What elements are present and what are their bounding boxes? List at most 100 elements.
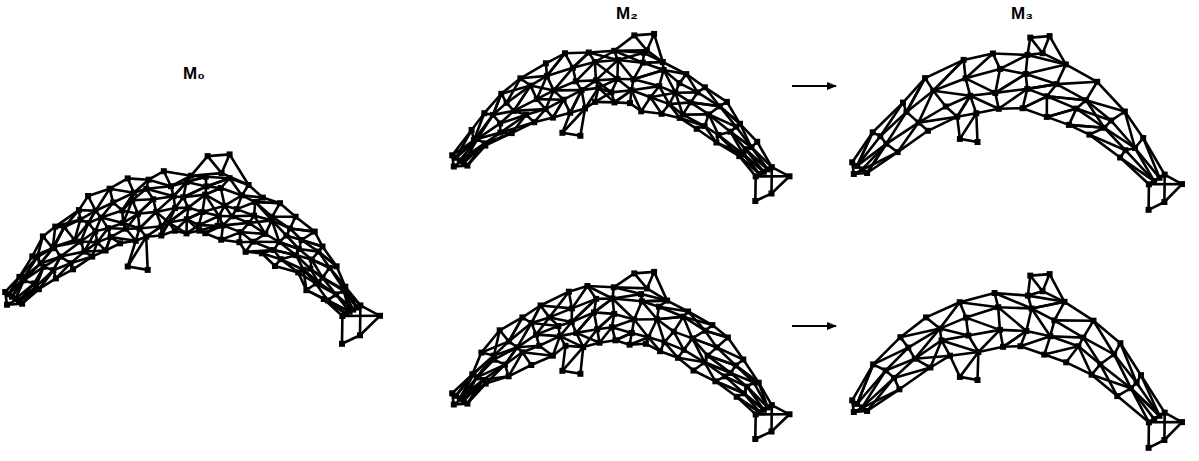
mesh-edge bbox=[1054, 320, 1083, 337]
mesh-edge bbox=[728, 338, 743, 360]
mesh-edge bbox=[1066, 64, 1097, 81]
mesh-vertex bbox=[519, 349, 525, 355]
mesh-vertex bbox=[146, 177, 152, 183]
mesh-vertex bbox=[1157, 413, 1163, 419]
mesh-vertex bbox=[339, 341, 345, 347]
mesh-vertex bbox=[469, 127, 475, 133]
mesh-vertex bbox=[327, 265, 333, 271]
mesh-vertex bbox=[342, 284, 348, 290]
mesh-vertex bbox=[579, 87, 585, 93]
mesh-vertex bbox=[943, 104, 949, 110]
mesh-vertex bbox=[900, 100, 906, 106]
mesh-vertex bbox=[143, 234, 149, 240]
mesh-vertex bbox=[159, 223, 165, 229]
mesh-vertex bbox=[52, 224, 58, 230]
mesh-edge bbox=[683, 115, 705, 127]
mesh-vertex bbox=[569, 319, 575, 325]
mesh-vertex bbox=[1025, 293, 1031, 299]
mesh-edge bbox=[669, 102, 690, 104]
mesh-vertex bbox=[1161, 437, 1167, 443]
mesh-vertex bbox=[967, 93, 973, 99]
mesh-vertex bbox=[702, 84, 708, 90]
mesh-vertex bbox=[110, 200, 116, 206]
mesh-edge bbox=[657, 317, 683, 320]
mesh-vertex bbox=[222, 203, 228, 209]
mesh-edge bbox=[925, 60, 964, 78]
mesh-vertex bbox=[688, 99, 694, 105]
mesh-vertex bbox=[78, 239, 84, 245]
mesh-vertex bbox=[70, 266, 76, 272]
mesh-vertex bbox=[246, 182, 252, 188]
mesh-vertex bbox=[577, 133, 583, 139]
mesh-vertex bbox=[320, 275, 326, 281]
mesh-vertex bbox=[506, 373, 512, 379]
mesh-edge bbox=[654, 272, 667, 301]
mesh-vertex bbox=[1117, 340, 1123, 346]
mesh-vertex bbox=[514, 344, 520, 350]
mesh-vertex bbox=[85, 220, 91, 226]
mesh-vertex bbox=[528, 320, 534, 326]
mesh-label: M₃ bbox=[1009, 4, 1035, 24]
mesh-vertex bbox=[577, 371, 583, 377]
mesh-vertex bbox=[640, 60, 646, 66]
mesh-vertex bbox=[498, 91, 504, 97]
mesh-edge bbox=[957, 117, 960, 139]
mesh-vertex bbox=[120, 220, 126, 226]
mesh-edge bbox=[940, 329, 969, 336]
mesh-edge bbox=[960, 113, 976, 139]
mesh-edge bbox=[873, 337, 900, 364]
mesh-vertex bbox=[672, 90, 678, 96]
mesh-vertex bbox=[973, 110, 979, 116]
mesh-vertex bbox=[582, 106, 588, 112]
mesh-vertex bbox=[269, 214, 275, 220]
mesh-vertex bbox=[129, 197, 135, 203]
mesh-edge bbox=[641, 111, 661, 114]
mesh-edge bbox=[754, 414, 757, 439]
mesh-edge bbox=[562, 346, 565, 371]
mesh-edge bbox=[1141, 375, 1165, 412]
mesh-vertex bbox=[930, 88, 936, 94]
mesh-vertex bbox=[593, 77, 599, 83]
mesh-vertex bbox=[661, 339, 667, 345]
mesh-vertex bbox=[1114, 393, 1120, 399]
mesh-edge bbox=[634, 318, 657, 321]
mesh-vertex bbox=[551, 87, 557, 93]
mesh-vertex bbox=[482, 140, 488, 146]
mesh-edge bbox=[1135, 148, 1160, 178]
mesh-vertex bbox=[278, 256, 284, 262]
mesh-vertex bbox=[725, 335, 731, 341]
mesh-edge bbox=[1094, 321, 1115, 355]
mesh-vertex bbox=[737, 121, 743, 127]
mesh-edge bbox=[539, 336, 560, 346]
mesh-vertex bbox=[89, 254, 95, 260]
mesh-vertex bbox=[742, 146, 748, 152]
mesh-label: M₀ bbox=[181, 64, 207, 84]
mesh-vertex bbox=[740, 357, 746, 363]
mesh-edge bbox=[1044, 355, 1066, 363]
mesh-vertex bbox=[150, 196, 156, 202]
mesh-vertex bbox=[1091, 318, 1097, 324]
mesh-edge bbox=[966, 78, 996, 93]
mesh-edge bbox=[1147, 184, 1150, 210]
mesh-vertex bbox=[709, 322, 715, 328]
mesh-edge bbox=[596, 79, 618, 80]
mesh-vertex bbox=[849, 159, 855, 165]
mesh-edge bbox=[995, 293, 1028, 296]
mesh-vertex bbox=[769, 191, 775, 197]
mesh-vertex bbox=[1000, 344, 1006, 350]
mesh-edge bbox=[1023, 96, 1047, 108]
mesh-edge bbox=[633, 70, 663, 79]
mesh-vertex bbox=[272, 263, 278, 269]
mesh-edge bbox=[500, 115, 526, 133]
mesh-vertex bbox=[657, 348, 663, 354]
mesh-vertex bbox=[1140, 135, 1146, 141]
mesh-vertex bbox=[172, 205, 178, 211]
mesh-vertex bbox=[592, 59, 598, 65]
mesh-vertex bbox=[1146, 181, 1152, 187]
mesh-vertex bbox=[580, 344, 586, 350]
mesh-vertex bbox=[158, 233, 164, 239]
mesh-vertex bbox=[449, 390, 455, 396]
mesh-vertex bbox=[538, 303, 544, 309]
mesh-edge bbox=[517, 323, 531, 347]
mesh-vertex bbox=[357, 302, 363, 308]
